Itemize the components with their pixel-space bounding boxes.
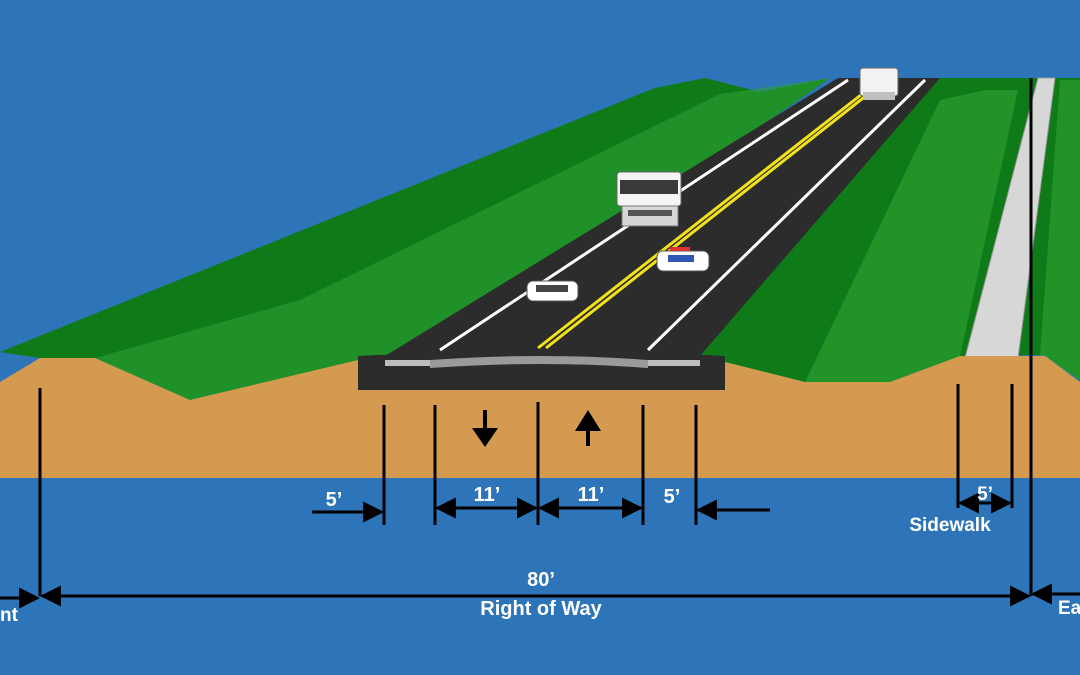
box-truck-distant xyxy=(859,67,899,100)
centerline-yellow-2 xyxy=(545,78,887,350)
left-shoulder-dim: 5’ xyxy=(326,489,343,511)
box-truck xyxy=(616,171,682,227)
northbound-arrow-icon xyxy=(575,410,601,446)
dimension-arrows xyxy=(0,492,1080,609)
right-of-way-dim: 80’ xyxy=(527,569,555,591)
right-embankment-far xyxy=(1040,80,1080,380)
right-easement-label: Ea xyxy=(1058,598,1080,619)
soil-section xyxy=(0,356,1080,478)
dimension-lines xyxy=(38,78,1033,596)
sidewalk-label: Sidewalk xyxy=(909,515,991,536)
right-shoulder-dim: 5’ xyxy=(664,486,681,508)
southbound-lane-dim: 11’ xyxy=(474,484,501,506)
right-embankment-light xyxy=(805,90,1018,382)
left-embankment-light xyxy=(95,78,830,400)
white-sedan xyxy=(526,280,579,302)
sidewalk-dim: 5’ xyxy=(977,484,993,505)
southbound-arrow-icon xyxy=(472,410,498,447)
road-slab-left-shoulder xyxy=(385,360,430,366)
right-of-way-label: Right of Way xyxy=(480,598,602,620)
road-slab-right-shoulder xyxy=(648,360,700,366)
right-edge-line xyxy=(646,78,927,352)
centerline-yellow-1 xyxy=(537,78,881,350)
left-easement-label: nt xyxy=(0,605,19,626)
police-car xyxy=(656,247,710,272)
northbound-lane-dim: 11’ xyxy=(578,484,605,506)
road-slab-top-lanes xyxy=(430,356,648,368)
